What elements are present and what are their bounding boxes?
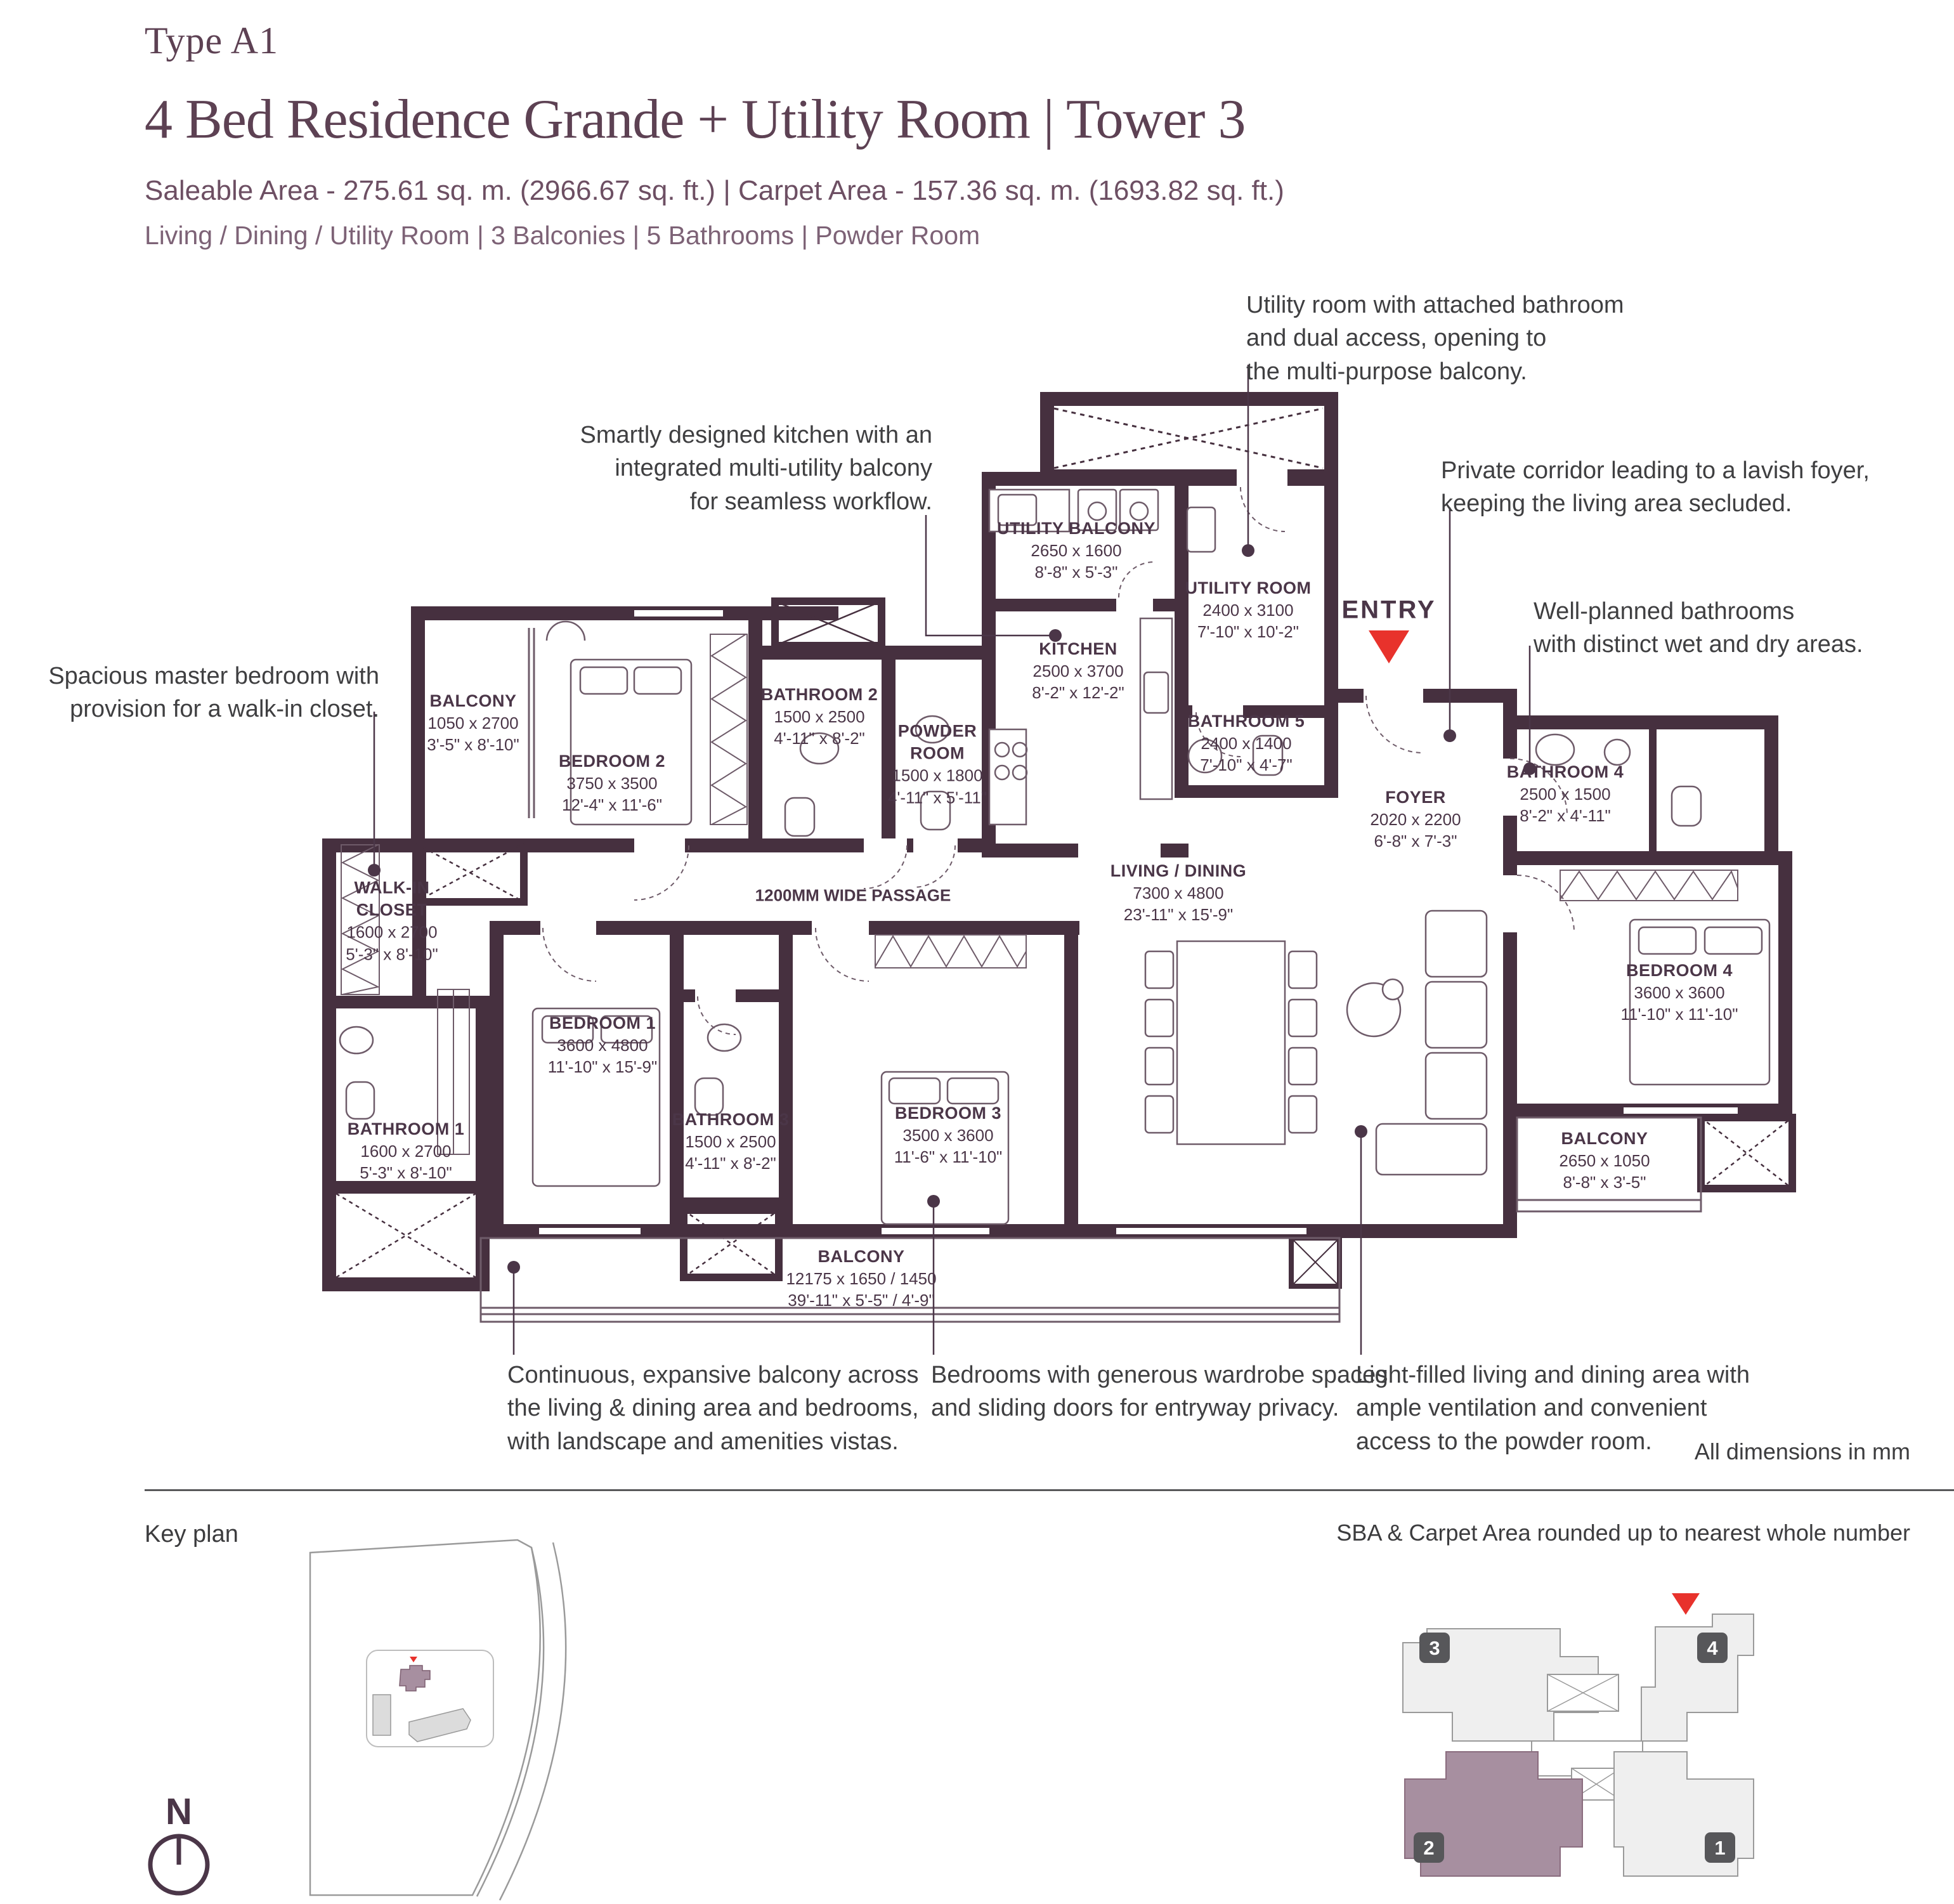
plan-type-label: Type A1 (145, 20, 279, 62)
leader-dots (368, 544, 1536, 1274)
door-arcs (542, 486, 1575, 1035)
north-arrow-icon: N (148, 1791, 210, 1896)
shafts (335, 407, 1796, 1289)
tower-badges: 3 4 2 1 (1414, 1633, 1735, 1863)
passage-label: 1200MM WIDE PASSAGE (755, 885, 951, 905)
callout-master-bedroom: Spacious master bedroom with provision f… (48, 663, 379, 723)
site-key-plan (309, 1539, 567, 1901)
tower-badge-3: 3 (1429, 1637, 1440, 1659)
unit-features: Living / Dining / Utility Room | 3 Balco… (145, 221, 980, 250)
site-marker-icon (410, 1657, 417, 1662)
wardrobe-hatches (341, 634, 1738, 1155)
callout-bedrooms: Bedrooms with generous wardrobe spaces a… (931, 1362, 1388, 1422)
tower-badge-4: 4 (1707, 1637, 1718, 1659)
tower-key-plan: 3 4 2 1 (1402, 1593, 1754, 1877)
callout-balcony: Continuous, expansive balcony across the… (507, 1362, 919, 1455)
callout-living-dining: Light-filled living and dining area with… (1356, 1362, 1750, 1455)
window-openings (539, 610, 1738, 1234)
callout-private-corridor: Private corridor leading to a lavish foy… (1441, 457, 1870, 518)
key-plan-label: Key plan (145, 1521, 238, 1548)
svg-text:N: N (166, 1791, 192, 1832)
furniture (339, 488, 1771, 1225)
page-title: 4 Bed Residence Grande + Utility Room | … (145, 89, 1246, 150)
dimensions-note: All dimensions in mm (1694, 1438, 1910, 1464)
entry-label: ENTRY (1341, 596, 1436, 624)
callout-bathrooms: Well-planned bathrooms with distinct wet… (1534, 598, 1863, 658)
sba-note: SBA & Carpet Area rounded up to nearest … (1336, 1520, 1910, 1546)
callout-kitchen: Smartly designed kitchen with an integra… (580, 422, 932, 515)
tower-marker-icon (1672, 1593, 1700, 1615)
highlighted-building (399, 1665, 431, 1692)
entry-triangle-icon (1369, 630, 1409, 663)
footer-divider (145, 1489, 1954, 1491)
balcony-outlines (479, 628, 1702, 1323)
tower-badge-2: 2 (1423, 1837, 1434, 1859)
tower-badge-1: 1 (1714, 1837, 1725, 1859)
walls (322, 392, 1792, 1291)
saleable-carpet-area: Saleable Area - 275.61 sq. m. (2966.67 s… (145, 175, 1284, 206)
callout-utility-room: Utility room with attached bathroom and … (1246, 292, 1624, 385)
leader-lines (373, 365, 1531, 1355)
